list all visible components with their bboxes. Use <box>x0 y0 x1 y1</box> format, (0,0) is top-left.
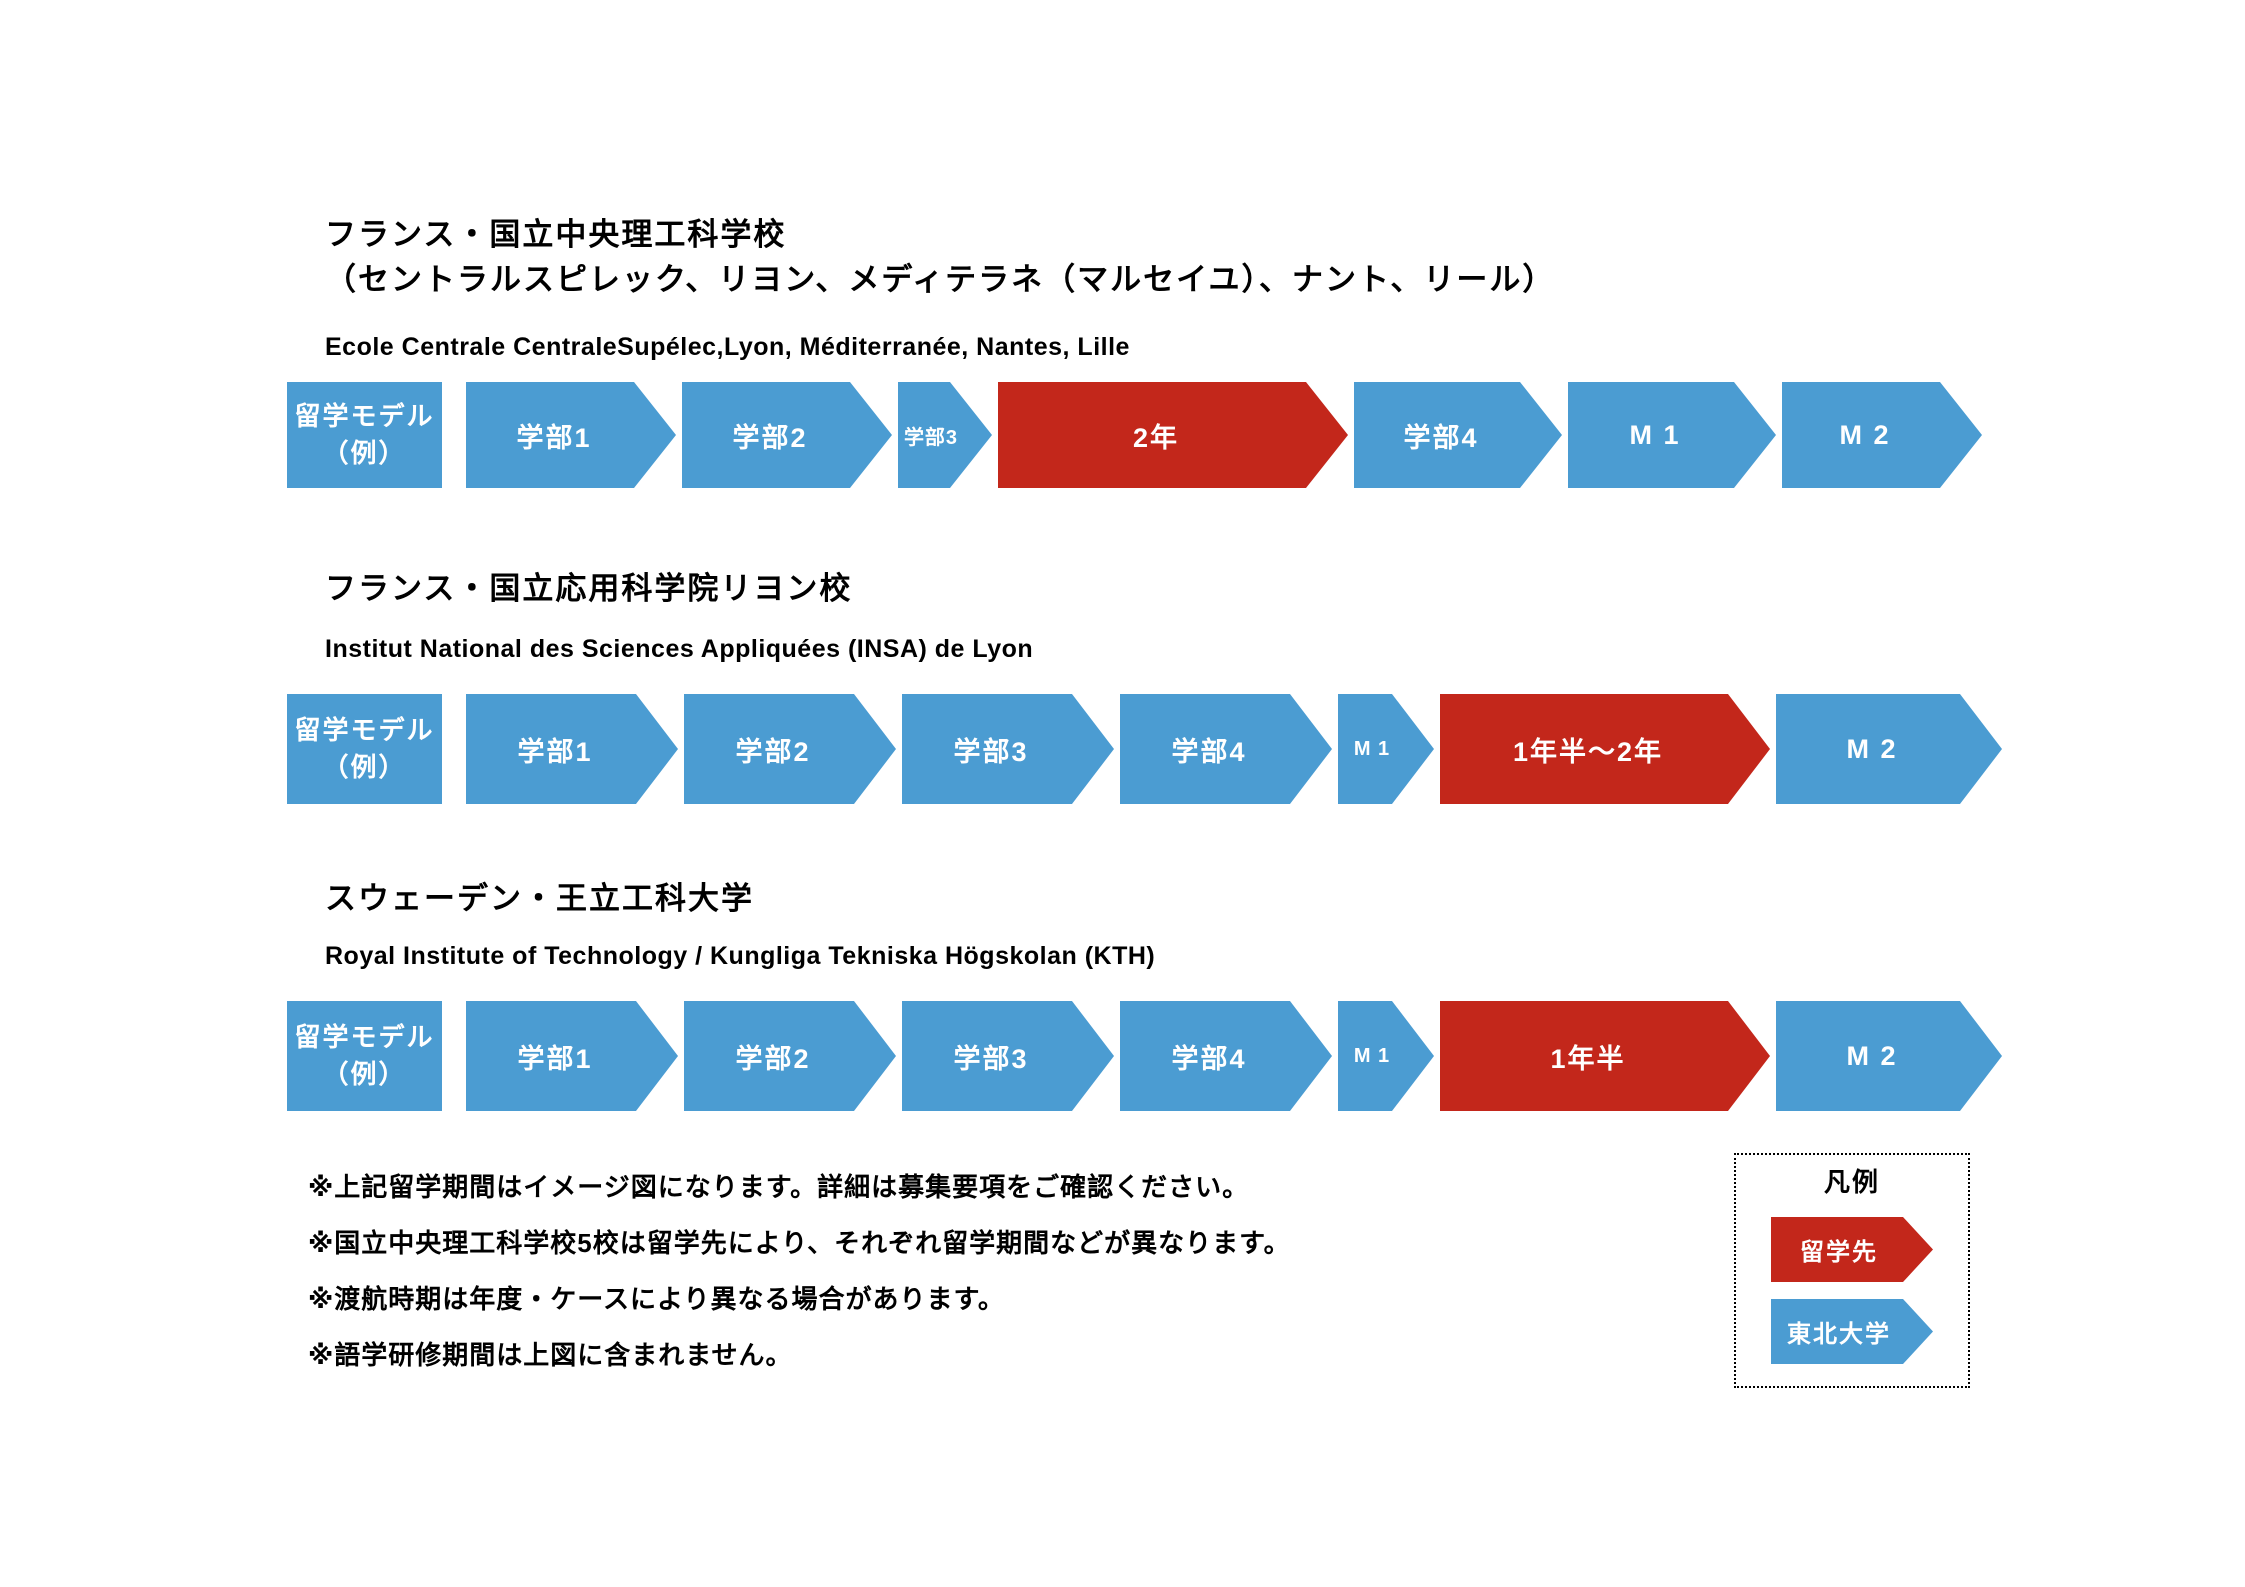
timeline-segment: 1年半 <box>1440 1001 1770 1111</box>
timeline-segment: 2年 <box>998 382 1348 488</box>
timeline-segment: 学部1 <box>466 694 678 804</box>
timeline-label-box: 留学モデル （例） <box>287 694 442 804</box>
section2-title-japanese: フランス・国立応用科学院リヨン校 <box>325 571 853 606</box>
timeline-label-box: 留学モデル （例） <box>287 382 442 488</box>
footnote: ※渡航時期は年度・ケースにより異なる場合があります。 <box>308 1284 1005 1314</box>
footnotes: ※上記留学期間はイメージ図になります。詳細は募集要項をご確認ください。 ※国立中… <box>308 1172 1291 1370</box>
footnote: ※語学研修期間は上図に含まれません。 <box>308 1340 793 1370</box>
legend-title: 凡例 <box>1823 1167 1880 1197</box>
timeline-segment: M 1 <box>1338 694 1434 804</box>
timeline-segment: M 1 <box>1568 382 1776 488</box>
timeline-segment: 学部1 <box>466 382 676 488</box>
timeline-segment: M 2 <box>1776 694 2002 804</box>
timeline-segment: 学部2 <box>684 1001 896 1111</box>
timeline-segment: 学部2 <box>682 382 892 488</box>
timeline-segment: 1年半～2年 <box>1440 694 1770 804</box>
timeline-segment: 学部3 <box>902 1001 1114 1111</box>
legend-item-abroad: 留学先 <box>1771 1217 1933 1282</box>
timeline-segment: 学部4 <box>1120 1001 1332 1111</box>
footnote: ※国立中央理工科学校5校は留学先により、それぞれ留学期間などが異なります。 <box>308 1228 1291 1258</box>
timeline-segment: 学部4 <box>1120 694 1332 804</box>
footnote: ※上記留学期間はイメージ図になります。詳細は募集要項をご確認ください。 <box>308 1172 1250 1202</box>
timeline-label-box: 留学モデル （例） <box>287 1001 442 1111</box>
timeline-segment: 学部3 <box>898 382 992 488</box>
section3-title-japanese: スウェーデン・王立工科大学 <box>325 881 754 916</box>
timeline-segment: 学部3 <box>902 694 1114 804</box>
timeline-segment: M 2 <box>1782 382 1982 488</box>
timeline-segment: M 2 <box>1776 1001 2002 1111</box>
legend-item-tohoku: 東北大学 <box>1771 1299 1933 1364</box>
section2-title-english: Institut National des Sciences Appliquée… <box>325 635 1034 663</box>
section1-title-japanese: フランス・国立中央理工科学校 （セントラルスピレック、リヨン、メディテラネ（マル… <box>325 217 1556 297</box>
timeline-segment: M 1 <box>1338 1001 1434 1111</box>
timeline-segment: 学部4 <box>1354 382 1562 488</box>
legend-box: 凡例 留学先 東北大学 <box>1734 1153 1970 1388</box>
timeline-segment: 学部1 <box>466 1001 678 1111</box>
section1-title-english: Ecole Centrale CentraleSupélec,Lyon, Méd… <box>325 333 1130 361</box>
timeline-segment: 学部2 <box>684 694 896 804</box>
section3-title-english: Royal Institute of Technology / Kungliga… <box>325 942 1156 970</box>
